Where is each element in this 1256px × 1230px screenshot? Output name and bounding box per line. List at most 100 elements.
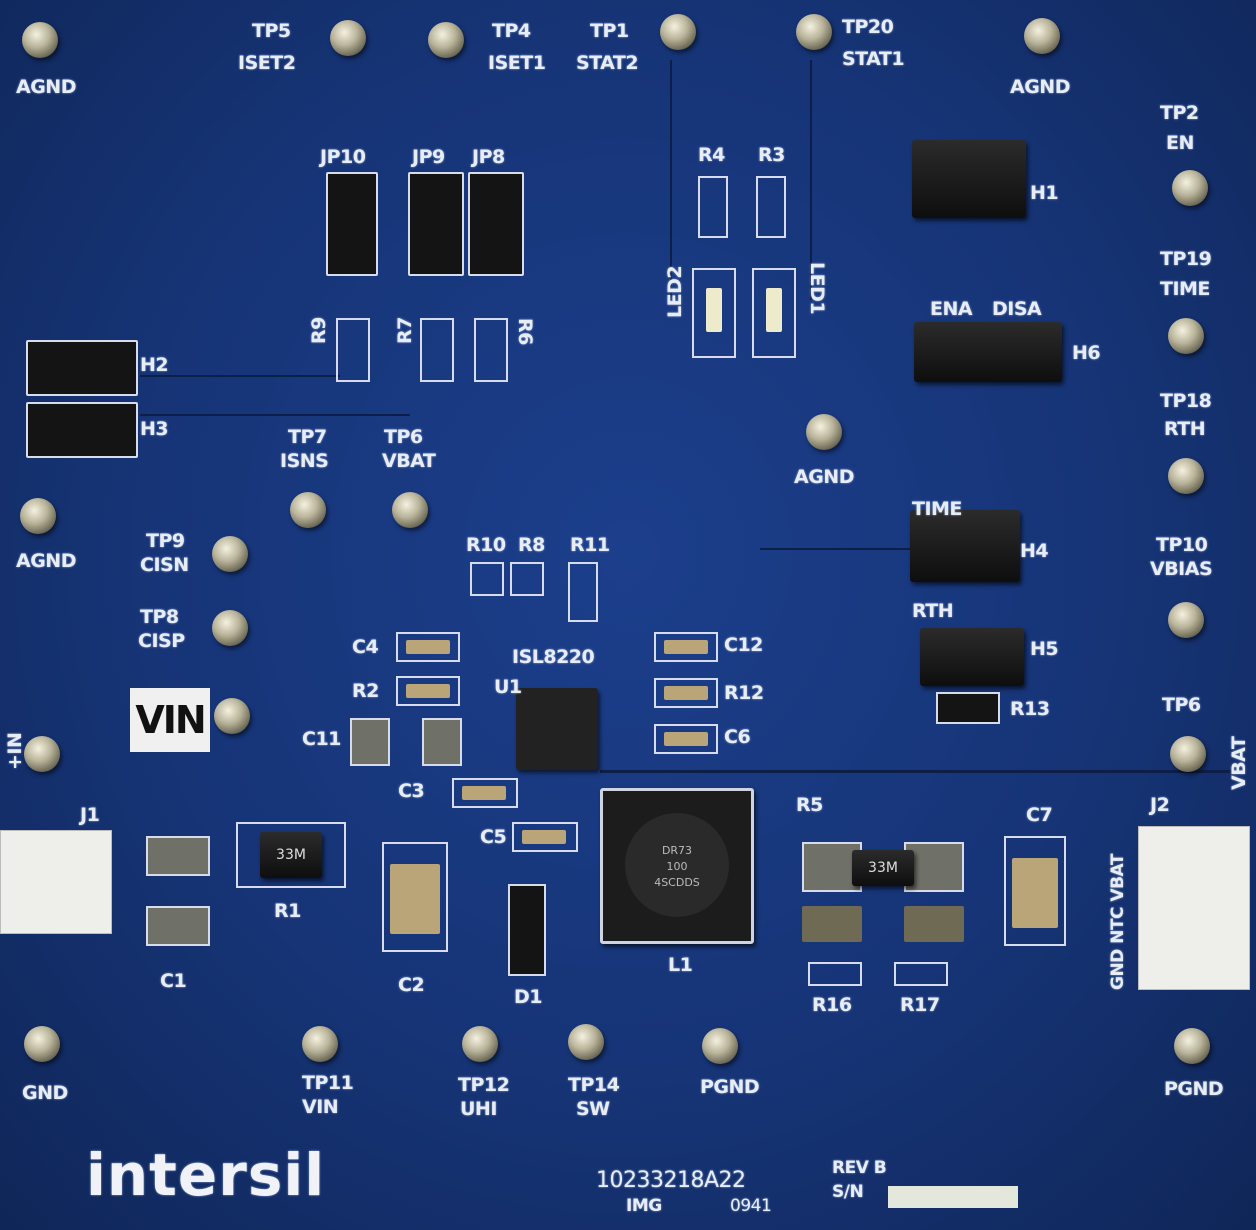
label-stat1: STAT1 (842, 48, 905, 70)
pad-c1 (146, 836, 210, 876)
label-tp2: TP2 (1160, 102, 1199, 124)
test-point-tp8 (212, 610, 248, 646)
test-point-tp2 (1172, 170, 1208, 206)
label-time: TIME (1160, 278, 1210, 300)
inductor-l1: DR73 100 4SCDDS (600, 788, 754, 944)
label-c11: C11 (302, 728, 341, 750)
label-h5: H5 (1030, 638, 1059, 660)
label-r3: R3 (758, 144, 785, 166)
label-disa: DISA (992, 298, 1042, 320)
label-r17: R17 (900, 994, 940, 1016)
test-point-tp12 (462, 1026, 498, 1062)
inductor-marking: DR73 (661, 844, 693, 857)
jumper-jp10[interactable] (326, 172, 378, 276)
label-tp7: TP7 (288, 426, 327, 448)
label-l1: L1 (668, 954, 693, 976)
label-part-number: 10233218A22 (596, 1168, 746, 1193)
label-agnd: AGND (794, 466, 854, 488)
capacitor-c7 (1004, 836, 1066, 946)
capacitor-c5 (512, 822, 578, 852)
jumper-h1[interactable] (912, 140, 1026, 218)
label-c7: C7 (1026, 804, 1053, 826)
trace (140, 375, 340, 377)
label-u1: U1 (494, 676, 522, 698)
label-r5: R5 (796, 794, 823, 816)
pad-c11 (422, 718, 462, 766)
jumper-h3[interactable] (26, 402, 138, 458)
resistor-r5: 33M (852, 850, 914, 886)
label-vin: VIN (302, 1096, 339, 1118)
label-vin-box: VIN (130, 688, 210, 752)
label-iset1: ISET1 (488, 52, 546, 74)
label-vbat: VBAT (382, 450, 436, 472)
trace (760, 548, 910, 550)
label-j2-pins: GND NTC VBAT (1108, 854, 1128, 990)
pad-c11 (350, 718, 390, 766)
jumper-jp8[interactable] (468, 172, 524, 276)
label-tp11: TP11 (302, 1072, 354, 1094)
inductor-marking: 4SCDDS (654, 876, 700, 889)
label-cisn: CISN (140, 554, 189, 576)
capacitor-c3 (452, 778, 518, 808)
label-h3: H3 (140, 418, 169, 440)
test-point (22, 22, 58, 58)
serial-number-field (888, 1186, 1018, 1208)
jumper-h5[interactable] (920, 628, 1024, 686)
label-tp4: TP4 (492, 20, 531, 42)
label-pgnd: PGND (700, 1076, 760, 1098)
capacitor-c6 (654, 724, 718, 754)
label-en: EN (1166, 132, 1194, 154)
label-led2: LED2 (664, 265, 686, 318)
test-point-tp1 (660, 14, 696, 50)
test-point-in (24, 736, 60, 772)
inductor-marking: 100 (666, 860, 688, 873)
label-pgnd: PGND (1164, 1078, 1224, 1100)
connector-j1[interactable] (0, 830, 112, 934)
label-rev: REV B (832, 1158, 887, 1178)
label-r13: R13 (1010, 698, 1050, 720)
label-isl8220: ISL8220 (512, 646, 595, 668)
label-tp20: TP20 (842, 16, 894, 38)
trace (670, 60, 672, 300)
label-vbias: VBIAS (1150, 558, 1213, 580)
label-h6: H6 (1072, 342, 1101, 364)
label-r1: R1 (274, 900, 301, 922)
label-tp19: TP19 (1160, 248, 1212, 270)
resistor-r10 (470, 562, 504, 596)
connector-j2[interactable] (1138, 826, 1250, 990)
label-sn: S/N (832, 1182, 864, 1202)
label-tp5: TP5 (252, 20, 291, 42)
label-tp14: TP14 (568, 1074, 620, 1096)
label-isns: ISNS (280, 450, 329, 472)
test-point-tp5 (330, 20, 366, 56)
jumper-h2[interactable] (26, 340, 138, 396)
resistor-r1: 33M (236, 822, 346, 888)
label-r7: R7 (394, 317, 416, 344)
resistor-r16 (808, 962, 862, 986)
label-tp10: TP10 (1156, 534, 1208, 556)
jumper-h4[interactable] (910, 510, 1020, 582)
label-agnd: AGND (16, 550, 76, 572)
resistor-r17 (894, 962, 948, 986)
label-r9: R9 (308, 317, 330, 344)
label-led1: LED1 (806, 262, 828, 315)
resistor-r7 (420, 318, 454, 382)
test-point-agnd (806, 414, 842, 450)
label-vbat: VBAT (1228, 736, 1250, 790)
jumper-jp9[interactable] (408, 172, 464, 276)
test-point-gnd (24, 1026, 60, 1062)
jumper-h6[interactable] (914, 322, 1062, 382)
label-r10: R10 (466, 534, 506, 556)
test-point (1024, 18, 1060, 54)
label-h2: H2 (140, 354, 169, 376)
trace (600, 770, 1240, 773)
label-r16: R16 (812, 994, 852, 1016)
label-r11: R11 (570, 534, 610, 556)
test-point-tp20 (796, 14, 832, 50)
label-agnd: AGND (1010, 76, 1070, 98)
resistor-r2 (396, 676, 460, 706)
label-c2: C2 (398, 974, 425, 996)
trace (810, 60, 812, 300)
label-ena: ENA (930, 298, 973, 320)
